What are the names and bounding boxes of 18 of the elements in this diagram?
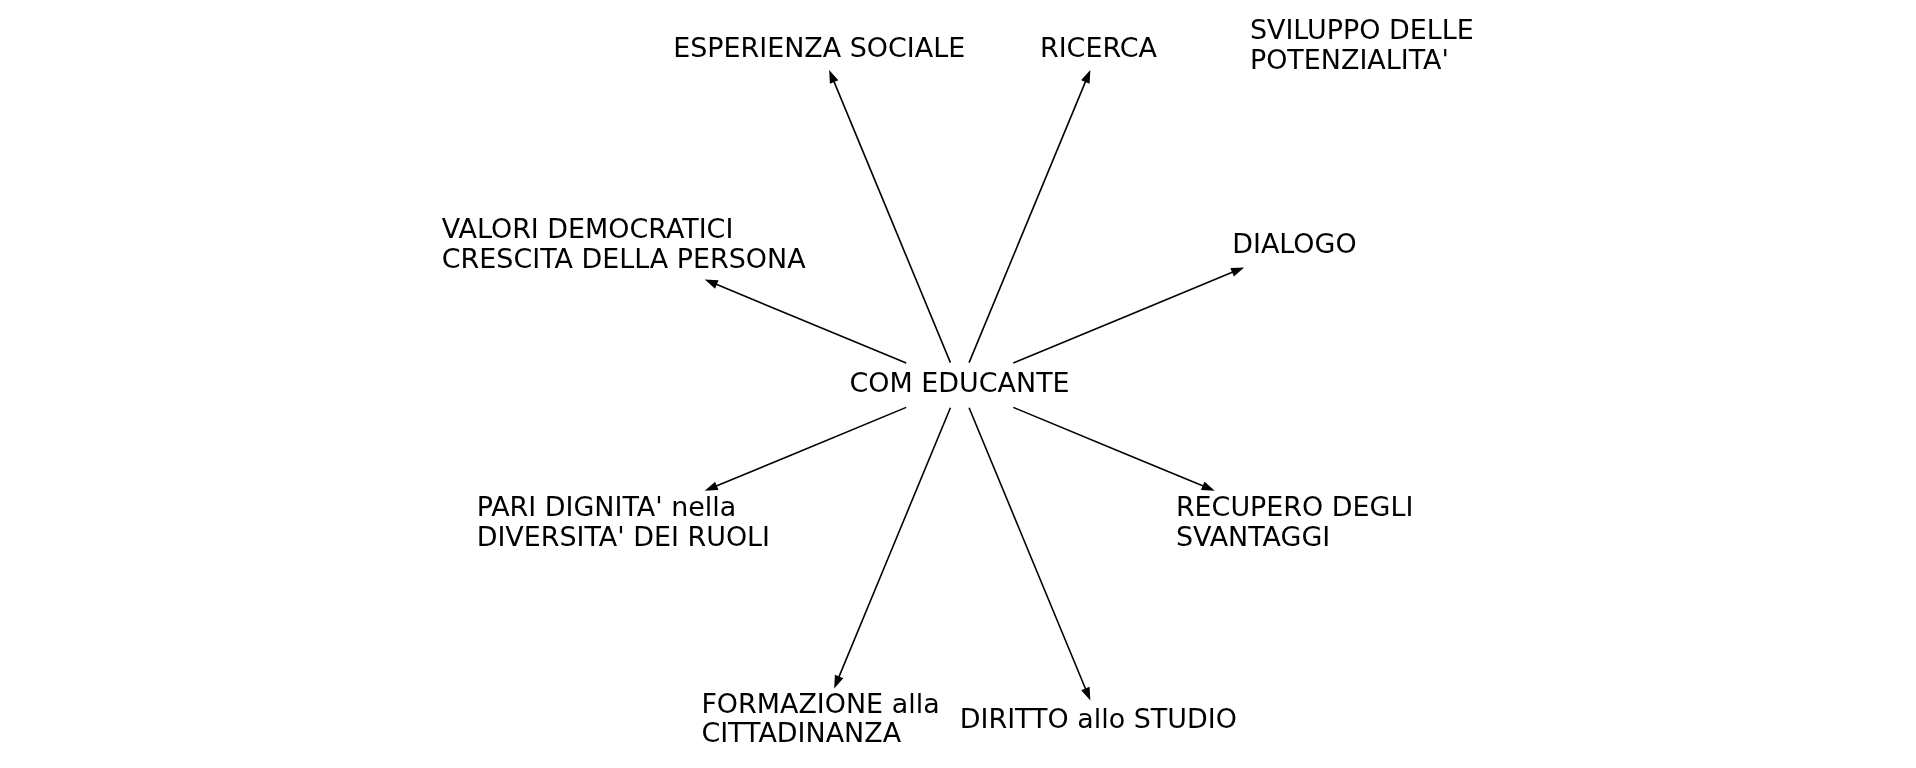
label: SVILUPPO DELLE POTENZIALITA' (1249, 14, 1474, 75)
arrow (828, 69, 951, 364)
node-text: PARI DIGNITA' nella DIVERSITA' DEI RUOLI (476, 491, 770, 552)
node-text: FORMAZIONE alla CITTADINANZA (700, 687, 940, 749)
node-text: RICERCA (1039, 31, 1157, 63)
arrow (704, 279, 907, 364)
arrow (967, 406, 1090, 701)
arrow (1012, 267, 1244, 364)
node-text: COM EDUCANTE (849, 367, 1070, 399)
node-text: RECUPERO DEGLI SVANTAGGI (1175, 491, 1413, 552)
node-text: DIALOGO (1231, 228, 1357, 260)
node-text: ESPERIENZA SOCIALE (672, 31, 965, 63)
node-text: VALORI DEMOCRATICI CRESCITA DELLA PERSONA (441, 213, 806, 274)
arrow (833, 406, 951, 689)
arrow (704, 406, 907, 491)
node-text: DIRITTO allo STUDIO (959, 702, 1237, 734)
arrow (967, 69, 1090, 364)
arrow (1012, 406, 1215, 491)
